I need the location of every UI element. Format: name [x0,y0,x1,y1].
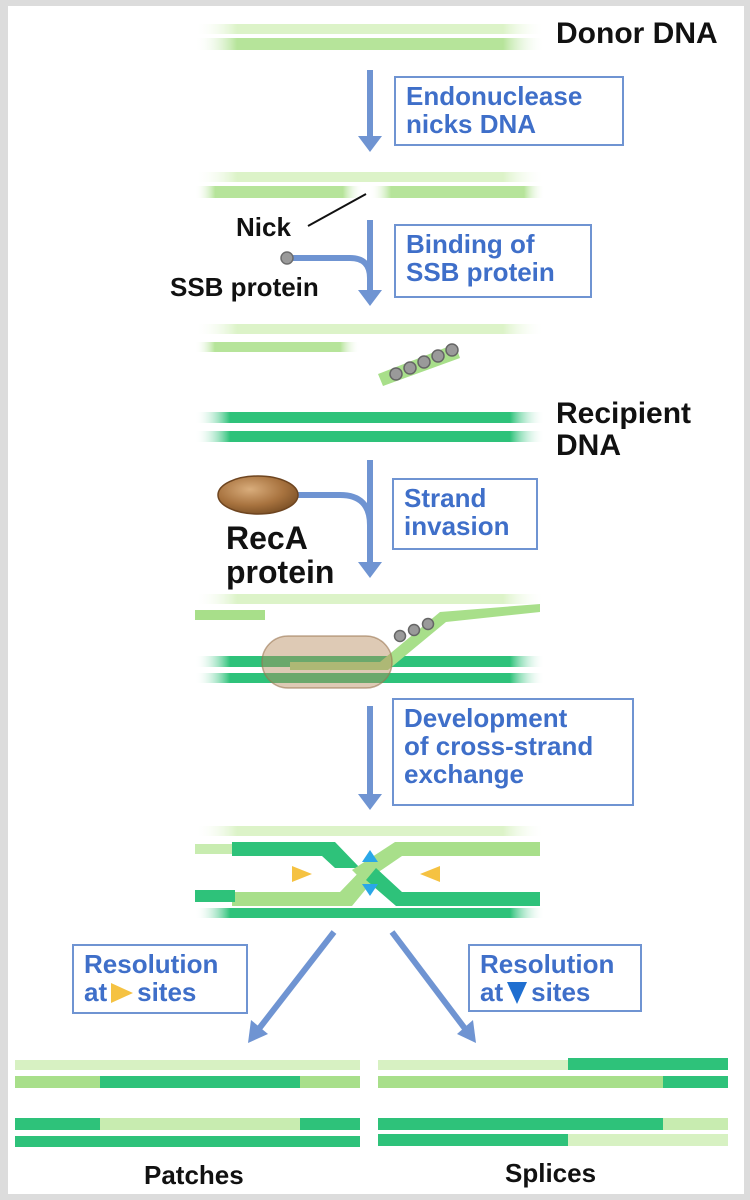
resolution-left-suffix: sites [137,977,197,1007]
arrow-strand-invasion [296,460,382,578]
ssb-protein-label: SSB protein [170,272,319,302]
step-invasion-line2: invasion [404,511,510,541]
resolution-right-suffix: sites [531,977,591,1007]
nicked-dna-duplex [195,172,545,198]
splices-label: Splices [505,1158,597,1188]
reca-label-line2: protein [226,553,335,590]
arrow-cross-strand [358,706,382,810]
yellow-triangle-right-icon [111,983,134,1003]
arrow-ssb-binding [290,220,382,306]
ssb-protein-icon [280,251,294,265]
step-endonuclease-line1: Endonuclease [406,81,583,111]
strand-invasion-structure [195,594,545,689]
resolution-left-line1: Resolution [84,949,219,979]
resolution-right-line1: Resolution [480,949,615,979]
step-invasion-line1: Strand [404,483,487,513]
step-cross-strand-box: Development of cross-strand exchange [392,698,634,806]
holliday-junction [195,826,545,918]
blue-triangle-down-icon [507,982,528,1004]
ssb-coated-strand [195,324,545,386]
recipient-dna-duplex [195,412,545,442]
donor-dna-duplex [195,24,545,50]
step-ssb-binding-box: Binding of SSB protein [394,224,592,298]
resolution-right-prefix: at [480,977,504,1007]
patches-product [15,1060,360,1147]
splices-product [378,1058,728,1146]
step-ssb-line2: SSB protein [406,257,555,287]
step-endonuclease-box: Endonuclease nicks DNA [394,76,624,146]
nick-label: Nick [236,212,291,242]
recipient-dna-label: Recipient DNA [556,398,691,461]
reca-label-line1: RecA [226,520,308,556]
reca-protein-icon [217,475,299,515]
arrow-endonuclease [358,70,382,152]
step-ssb-line1: Binding of [406,229,535,259]
arrow-resolution-left [248,930,337,1043]
resolution-left-prefix: at [84,977,108,1007]
patches-label: Patches [144,1160,244,1190]
step-strand-invasion-box: Strand invasion [392,478,538,550]
donor-dna-label: Donor DNA [556,17,718,50]
recipient-label-line2: DNA [556,428,621,462]
arrow-resolution-right [389,930,476,1043]
recipient-label-line1: Recipient [556,397,692,430]
reca-protein-label: RecA protein [226,520,335,590]
step-cross-line2: of cross-strand [404,731,594,761]
nick-pointer [307,193,367,227]
step-cross-line3: exchange [404,759,524,789]
step-cross-line1: Development [404,703,568,733]
step-endonuclease-line2: nicks DNA [406,109,537,139]
